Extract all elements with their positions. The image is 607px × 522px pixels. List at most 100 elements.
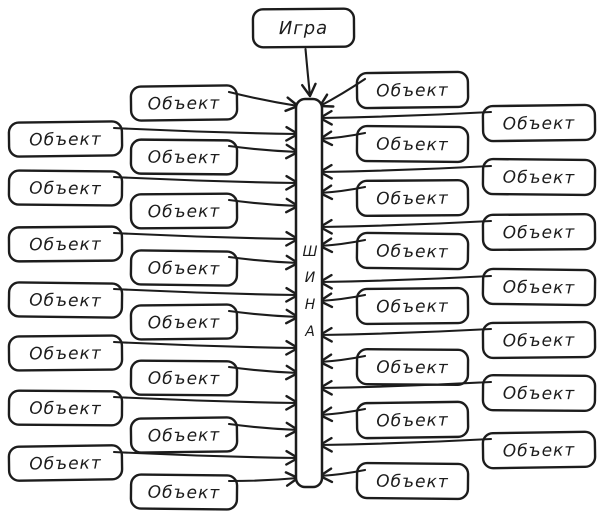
game-node: Игра	[251, 7, 356, 49]
object-node-label: Объект	[148, 94, 221, 115]
object-arrow	[112, 286, 300, 303]
object-node: Объект	[129, 249, 239, 287]
object-arrow	[318, 436, 493, 453]
object-arrow	[227, 143, 300, 160]
object-node-box	[129, 416, 239, 454]
object-arrow	[112, 230, 300, 247]
object-node-box	[355, 231, 470, 271]
object-arrow	[318, 273, 493, 290]
object-node: Объект	[7, 281, 124, 319]
object-node-label: Объект	[148, 148, 221, 169]
object-node-label: Объект	[503, 168, 576, 189]
object-node: Объект	[355, 178, 470, 218]
object-node: Объект	[355, 461, 470, 501]
object-node: Объект	[355, 347, 470, 387]
object-arrow	[318, 130, 367, 147]
object-arrow	[112, 449, 300, 466]
object-node-box	[355, 124, 470, 164]
object-node-box	[7, 281, 124, 319]
object-node-box	[7, 169, 124, 207]
bus-node-letter: Н	[305, 297, 316, 313]
object-node-label: Объект	[503, 223, 576, 244]
bus-node-box	[294, 97, 324, 489]
object-node-label: Объект	[376, 135, 449, 156]
object-node: Объект	[129, 84, 239, 122]
object-arrow	[227, 308, 300, 325]
object-node-label: Объект	[29, 453, 102, 474]
object-node-label: Объект	[376, 81, 449, 102]
object-node-label: Объект	[148, 369, 221, 390]
object-node-box	[355, 347, 470, 387]
object-arrow	[227, 254, 300, 271]
object-node-box	[7, 444, 124, 482]
object-node: Объект	[129, 303, 239, 341]
object-arrow	[112, 339, 300, 356]
object-node-box	[481, 103, 597, 143]
object-node-box	[481, 267, 597, 307]
object-arrow	[318, 109, 493, 126]
object-node: Объект	[481, 320, 597, 360]
object-arrow	[227, 421, 300, 438]
object-node: Объект	[7, 169, 124, 207]
object-node-box	[481, 212, 597, 252]
object-node-box	[129, 192, 239, 230]
object-node-label: Объект	[148, 483, 221, 504]
object-node: Объект	[7, 389, 124, 427]
object-node: Объект	[7, 225, 124, 263]
object-node: Объект	[355, 231, 470, 271]
object-node-label: Объект	[148, 425, 221, 446]
object-node: Объект	[7, 120, 124, 158]
object-node-box	[355, 461, 470, 501]
object-node: Объект	[355, 286, 470, 326]
object-node: Объект	[481, 267, 597, 307]
object-node-box	[481, 373, 597, 413]
game-arrow	[300, 47, 317, 98]
object-node: Объект	[355, 70, 470, 110]
object-node-label: Объект	[29, 130, 102, 151]
object-node-box	[129, 359, 239, 397]
object-arrow	[318, 184, 367, 201]
bus-node-letter: А	[304, 324, 315, 340]
object-node-box	[481, 320, 597, 360]
object-node-label: Объект	[148, 313, 221, 334]
object-node: Объект	[355, 400, 470, 440]
object-node-label: Объект	[29, 399, 102, 420]
object-node-label: Объект	[503, 440, 576, 461]
object-node: Объект	[7, 334, 124, 372]
object-node: Объект	[481, 373, 597, 413]
object-arrow	[112, 125, 300, 142]
object-node: Объект	[7, 444, 124, 482]
object-arrow	[227, 364, 300, 381]
object-node-label: Объект	[503, 278, 576, 299]
object-node-box	[129, 138, 239, 176]
object-arrow	[227, 90, 300, 113]
object-arrow	[227, 471, 300, 487]
object-node-box	[481, 430, 597, 470]
object-node-label: Объект	[376, 472, 449, 493]
game-node-box	[251, 7, 356, 49]
object-node-label: Объект	[376, 242, 449, 263]
object-node-label: Объект	[376, 297, 449, 318]
object-node: Объект	[129, 192, 239, 230]
object-arrow	[112, 394, 300, 411]
object-node-label: Объект	[29, 344, 102, 365]
object-node-box	[129, 303, 239, 341]
object-arrow	[318, 237, 367, 254]
object-arrow	[318, 77, 367, 108]
object-node: Объект	[481, 103, 597, 143]
object-arrow	[318, 406, 367, 423]
object-arrow	[318, 379, 493, 396]
object-node: Объект	[129, 138, 239, 176]
object-node-box	[355, 286, 470, 326]
object-node-box	[7, 334, 124, 372]
object-node-label: Объект	[376, 189, 449, 210]
game-node-label: Игра	[279, 18, 329, 39]
bus-node-letter: Ш	[303, 244, 318, 260]
object-arrow	[318, 292, 367, 309]
object-node-box	[129, 84, 239, 122]
object-node-label: Объект	[29, 291, 102, 312]
object-node-label: Объект	[503, 331, 576, 352]
